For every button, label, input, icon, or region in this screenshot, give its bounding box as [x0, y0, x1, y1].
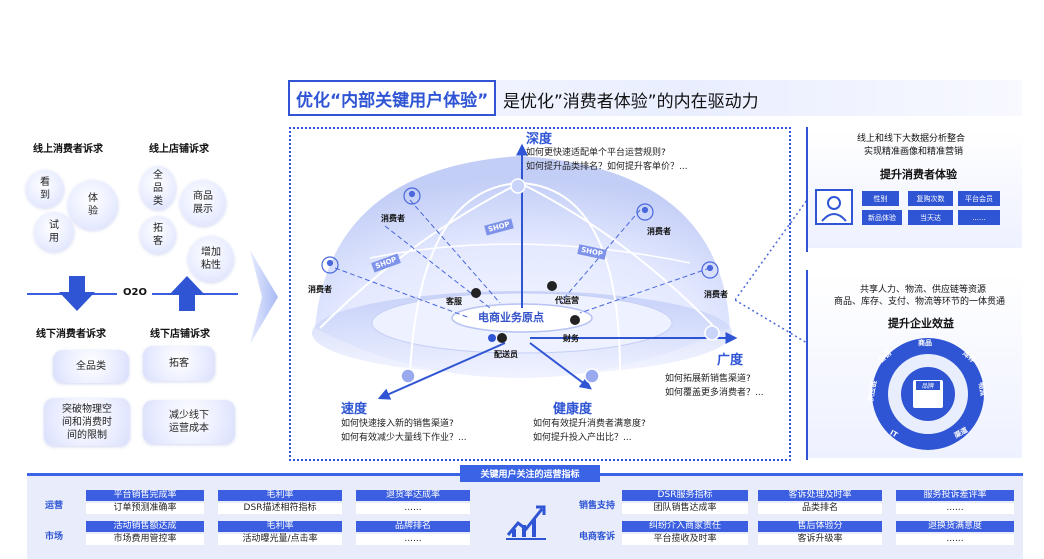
consumer-label: 消费者: [381, 214, 405, 223]
bubble-see: 看 到: [26, 170, 64, 208]
tag-more: ......: [958, 210, 1000, 225]
role-courier: 配送员: [494, 350, 518, 359]
ecommerce-origin-label: 电商业务原点: [478, 311, 544, 324]
kpi-cell: ......: [896, 503, 1014, 514]
consumer-desc: 实现精准画像和精准营销: [864, 147, 964, 157]
depth-question: 如何更快速适配单个平台运营规则?: [526, 148, 666, 158]
speed-question: 如何快速接入新的销售渠道?: [341, 419, 454, 429]
kpi-panel: [27, 476, 1023, 559]
consumer-label: 消费者: [704, 290, 728, 299]
kpi-cell: DSR描述相符指标: [218, 503, 342, 514]
dome-diagram: [312, 143, 738, 400]
kpi-category-sales-support: 销售支持: [579, 501, 616, 511]
kpi-cell: 纠纷介入商家责任: [622, 521, 748, 532]
kpi-cell: ......: [356, 534, 470, 545]
kpi-tab-title: 关键用户关注的运营指标: [460, 465, 600, 482]
kpi-cell: ......: [896, 534, 1014, 545]
kpi-cell: 订单预测准确率: [86, 503, 204, 514]
bubble-full-category: 全 品 类: [140, 166, 176, 210]
breadth-title: 广度: [717, 353, 744, 368]
kpi-cell: 客诉处理及时率: [758, 490, 882, 501]
bubble-acquire: 拓 客: [140, 216, 176, 254]
offline-store-title: 线下店铺诉求: [150, 329, 210, 340]
header-title: 是优化”消费者体验”的内在驱动力: [503, 92, 759, 112]
health-title: 健康度: [553, 402, 593, 417]
bubble-product-display: 商品 展示: [180, 180, 226, 226]
kpi-cell: 团队销售达成率: [622, 503, 748, 514]
role-customer-service: 客服: [446, 297, 462, 306]
kpi-cell: 退换货满意度: [896, 521, 1014, 532]
right-divider-bottom: [806, 270, 808, 460]
kpi-cell: DSR服务指标: [622, 490, 748, 501]
kpi-cell: ......: [356, 503, 470, 514]
speed-title: 速度: [341, 402, 368, 417]
consumer-desc: 线上和线下大数据分析整合: [857, 134, 966, 144]
tag-platform-member: 平台会员: [958, 191, 1000, 206]
kpi-cell: 市场费用管控率: [86, 534, 204, 545]
bubble-trial: 试 用: [34, 212, 74, 252]
growth-chart-icon: [506, 505, 546, 540]
arrow-up-icon: [169, 276, 205, 311]
kpi-cell: 毛利率: [218, 490, 342, 501]
kpi-cell: 服务投诉差评率: [896, 490, 1014, 501]
ring-label-product: 商品: [918, 339, 932, 347]
tag-same-day: 当天达: [908, 210, 953, 225]
bubble-stickiness: 增加 粘性: [188, 236, 234, 282]
kpi-cell: 品牌排名: [356, 521, 470, 532]
online-consumer-title: 线上消费者诉求: [33, 144, 103, 155]
kpi-cell: 毛利率: [218, 521, 342, 532]
connector-lines: [735, 199, 808, 344]
online-store-title: 线上店铺诉求: [149, 144, 209, 155]
kpi-cell: 活动销售额达成: [86, 521, 204, 532]
bubble-experience: 体 验: [68, 180, 118, 230]
tag-brand: 品牌: [916, 381, 940, 390]
tag-repurchase: 复购次数: [908, 191, 953, 206]
consumer-title: 提升消费者体验: [880, 168, 957, 181]
tag-new-product: 新品体验: [862, 210, 902, 225]
box-break-limits: 突破物理空 间和消费时 间的限制: [44, 398, 130, 446]
role-agency-ops: 代运营: [555, 296, 579, 305]
breadth-question: 如何覆盖更多消费者？...: [665, 388, 764, 398]
kpi-cell: 售后体验分: [758, 521, 882, 532]
header-highlight-box: 优化“内部关键用户体验”: [288, 80, 497, 116]
health-question: 如何提升投入产出比？...: [533, 433, 632, 443]
kpi-cell: 品类排名: [758, 503, 882, 514]
kpi-category-market: 市场: [45, 532, 64, 542]
o2o-label: O2O: [123, 287, 147, 298]
breadth-question: 如何拓展新销售渠道?: [665, 374, 751, 384]
role-finance: 财务: [563, 334, 579, 343]
speed-question: 如何有效减少大量线下作业？...: [341, 433, 467, 443]
kpi-cell: 客诉升级率: [758, 534, 882, 545]
user-avatar-icon: [815, 189, 853, 225]
depth-question: 如何提升品类排名？如何提升客单价？...: [526, 162, 688, 172]
right-divider-top: [806, 127, 808, 252]
box-acquire: 拓客: [143, 346, 215, 381]
box-full-category: 全品类: [53, 350, 129, 383]
kpi-category-complaints: 电商客诉: [579, 532, 616, 542]
kpi-cell: 退货率达成率: [356, 490, 470, 501]
consumer-label: 消费者: [647, 227, 671, 236]
kpi-cell: 活动曝光量/点击率: [218, 534, 342, 545]
arrow-down-icon: [59, 276, 95, 311]
box-reduce-cost: 减少线下 运营成本: [143, 400, 235, 444]
enterprise-desc: 共享人力、物流、供应链等资源: [860, 285, 987, 295]
tag-gender: 性别: [862, 191, 899, 206]
offline-consumer-title: 线下消费者诉求: [36, 329, 106, 340]
dome-frame: [289, 127, 791, 461]
header-highlight: 优化“内部关键用户体验”: [296, 90, 489, 111]
depth-title: 深度: [526, 132, 553, 147]
kpi-cell: 平台销售完成率: [86, 490, 204, 501]
enterprise-desc: 商品、库存、支付、物流等环节的一体贯通: [834, 297, 1006, 307]
health-question: 如何有效提升消费者满意度?: [533, 419, 646, 429]
enterprise-ring: [872, 338, 984, 450]
kpi-cell: 平台揽收及时率: [622, 534, 748, 545]
chevron-right-icon: [250, 250, 278, 344]
enterprise-title: 提升企业效益: [888, 317, 954, 330]
kpi-category-ops: 运营: [45, 501, 64, 511]
consumer-label: 消费者: [308, 285, 332, 294]
